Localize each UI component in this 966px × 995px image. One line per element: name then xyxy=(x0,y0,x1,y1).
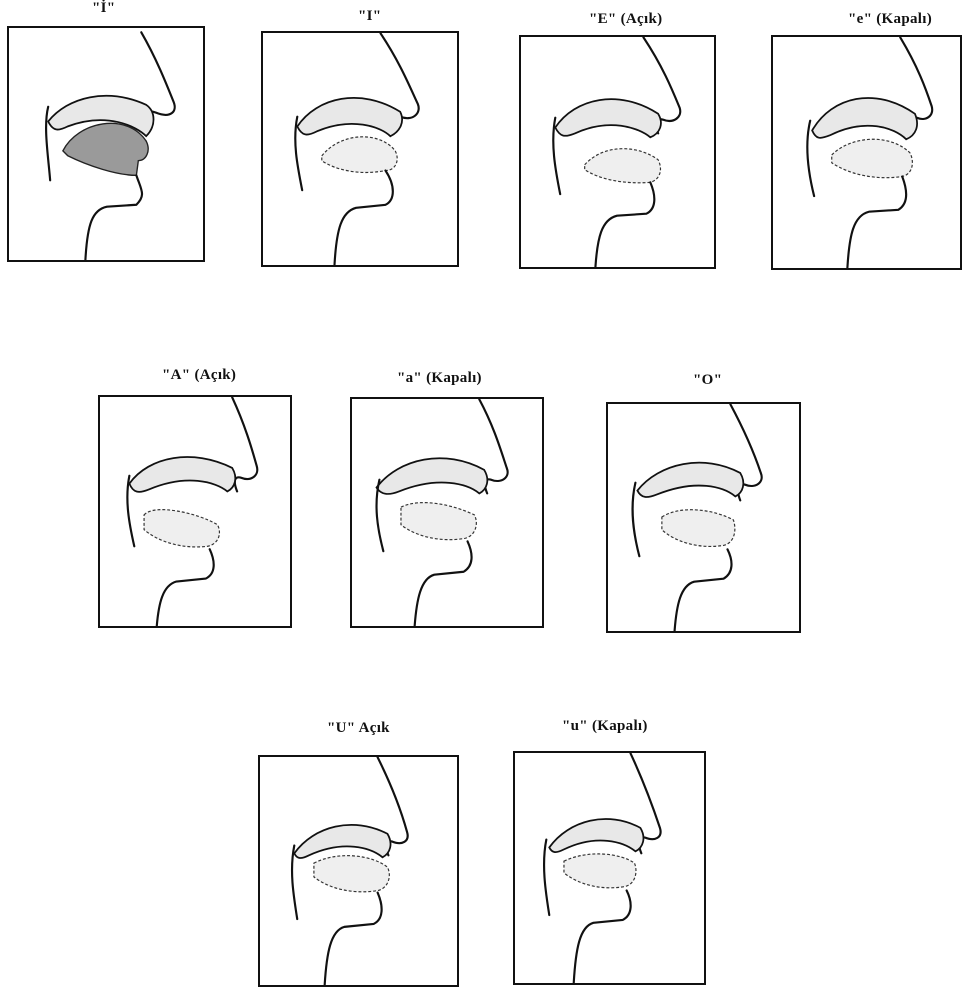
vocal-tract-drawing xyxy=(515,753,704,983)
mouth-diagram xyxy=(519,35,716,269)
vocal-tract-drawing xyxy=(263,33,457,265)
mouth-diagram xyxy=(771,35,962,270)
panel-title: "a" (Kapalı) xyxy=(397,370,482,387)
vocal-tract-drawing xyxy=(260,757,457,985)
mouth-diagram xyxy=(98,395,292,628)
panel-title: "E" (Açık) xyxy=(589,11,662,28)
panel-title: "e" (Kapalı) xyxy=(848,11,932,28)
mouth-diagram xyxy=(7,26,205,262)
mouth-diagram xyxy=(606,402,801,633)
panel-title: "I" xyxy=(358,8,381,25)
vocal-tract-drawing xyxy=(608,404,799,631)
vocal-tract-drawing xyxy=(521,37,714,267)
panel-title: "A" (Açık) xyxy=(162,367,236,384)
panel-title: "İ" xyxy=(92,0,115,17)
mouth-diagram xyxy=(261,31,459,267)
mouth-diagram xyxy=(513,751,706,985)
mouth-diagram xyxy=(258,755,459,987)
vocal-tract-drawing xyxy=(100,397,290,626)
panel-title: "U" Açık xyxy=(327,720,390,737)
vocal-tract-drawing xyxy=(773,37,960,268)
panel-title: "O" xyxy=(693,372,722,389)
vocal-tract-drawing xyxy=(9,28,203,260)
panel-title: "u" (Kapalı) xyxy=(562,718,648,735)
vocal-tract-drawing xyxy=(352,399,542,626)
mouth-diagram xyxy=(350,397,544,628)
